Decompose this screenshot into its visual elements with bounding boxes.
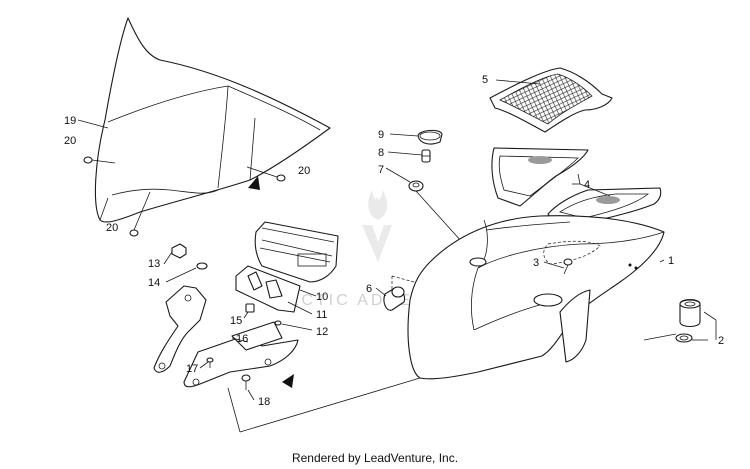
pin-12 [274, 320, 282, 326]
mount-bracket [153, 285, 207, 373]
washer-14 [196, 262, 208, 270]
fuel-cap [679, 298, 701, 328]
gasket-cup [417, 129, 443, 145]
callout-19: 19 [64, 115, 76, 127]
callouts: 1 2 3 4 5 6 7 8 9 10 11 12 13 14 15 16 1… [64, 74, 724, 408]
callout-15: 15 [230, 315, 242, 327]
screw-17 [206, 357, 214, 368]
callout-3: 3 [533, 257, 539, 269]
leader-lines [77, 79, 717, 433]
grommet-7 [408, 180, 424, 192]
callout-9: 9 [378, 129, 384, 141]
callout-17: 17 [186, 363, 198, 375]
callout-5: 5 [482, 74, 488, 86]
callout-20-left: 20 [64, 135, 76, 147]
nut-13 [171, 243, 187, 259]
gauge-bracket [235, 265, 301, 313]
arrow-marker-icon [282, 374, 294, 388]
screw-8 [421, 149, 431, 163]
screw-18 [241, 374, 251, 390]
trim-panel-upper [491, 147, 589, 207]
screw-15 [245, 303, 255, 313]
storage-net-tray [489, 67, 613, 133]
callout-11: 11 [316, 309, 327, 321]
windshield-fastener-left [83, 156, 116, 164]
callout-13: 13 [148, 258, 160, 270]
callout-6: 6 [366, 283, 372, 295]
fuel-cap-gasket [675, 333, 693, 343]
callout-4: 4 [584, 179, 590, 191]
callout-20-bottom: 20 [106, 222, 118, 234]
windshield-fastener-right [246, 166, 286, 182]
callout-8: 8 [378, 147, 384, 159]
callout-16: 16 [236, 333, 248, 345]
windshield-fastener-bottom [129, 191, 151, 237]
callout-20-right: 20 [298, 165, 310, 177]
hood-body [407, 215, 665, 380]
arrow-marker-icon [248, 176, 260, 190]
footer-credit: Rendered by LeadVenture, Inc. [291, 451, 459, 465]
callout-10: 10 [316, 291, 328, 303]
callout-14: 14 [148, 277, 160, 289]
windshield [94, 17, 331, 223]
fastener-3 [563, 258, 573, 275]
callout-18: 18 [258, 396, 270, 408]
callout-12: 12 [316, 326, 328, 338]
callout-1: 1 [668, 255, 674, 267]
gauge-cluster [254, 221, 339, 283]
callout-7: 7 [378, 164, 384, 176]
connector-6 [383, 286, 406, 311]
callout-2: 2 [718, 335, 724, 347]
lower-bracket [183, 321, 299, 388]
